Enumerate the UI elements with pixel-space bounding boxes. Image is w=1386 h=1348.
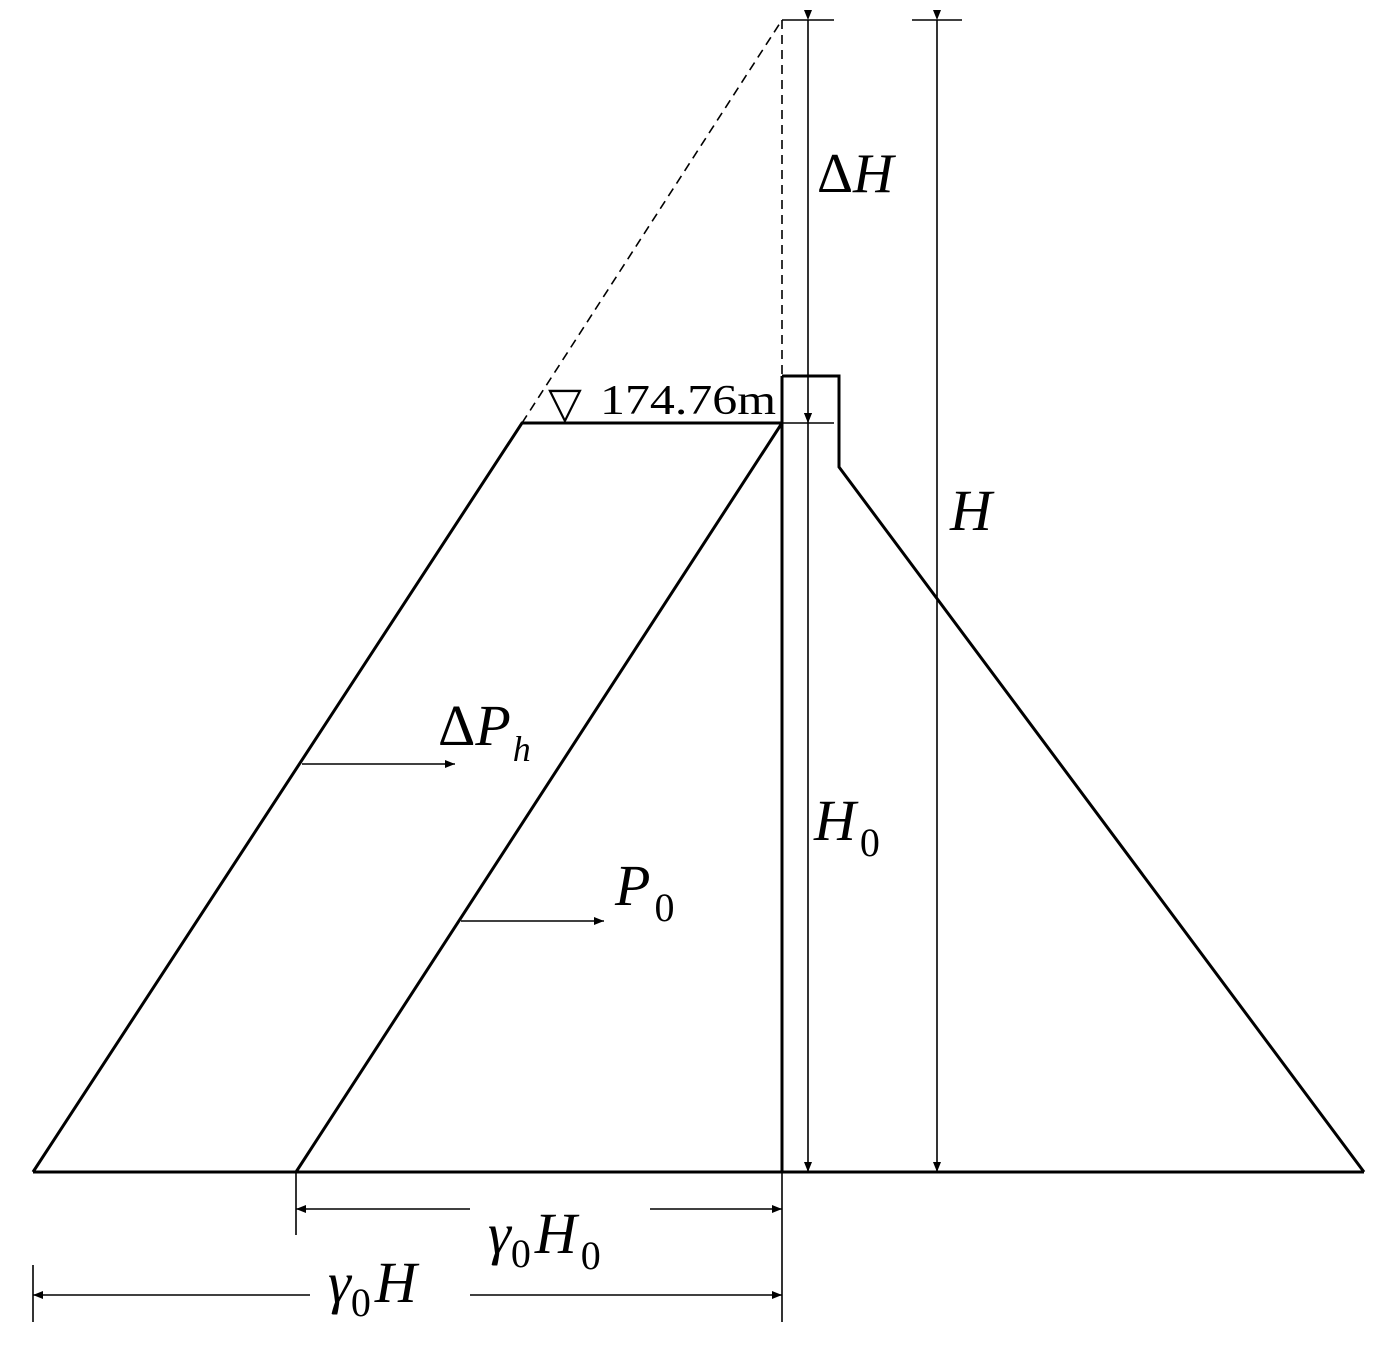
gamma0-h-label: γ0H [328,1250,420,1325]
dam-crest-outline [782,374,1366,1173]
water-level-symbol: ▽ [548,379,582,428]
water-level-value: 174.76m [600,378,776,424]
dashed-slope-extension [521,19,783,424]
delta-ph-label: ΔPh [438,693,531,769]
outer-pressure-trapezoid [31,421,782,1173]
h-label: H [949,478,995,543]
inner-pressure-triangle-edge [294,422,784,1173]
delta-h-label: ΔH [817,143,896,205]
